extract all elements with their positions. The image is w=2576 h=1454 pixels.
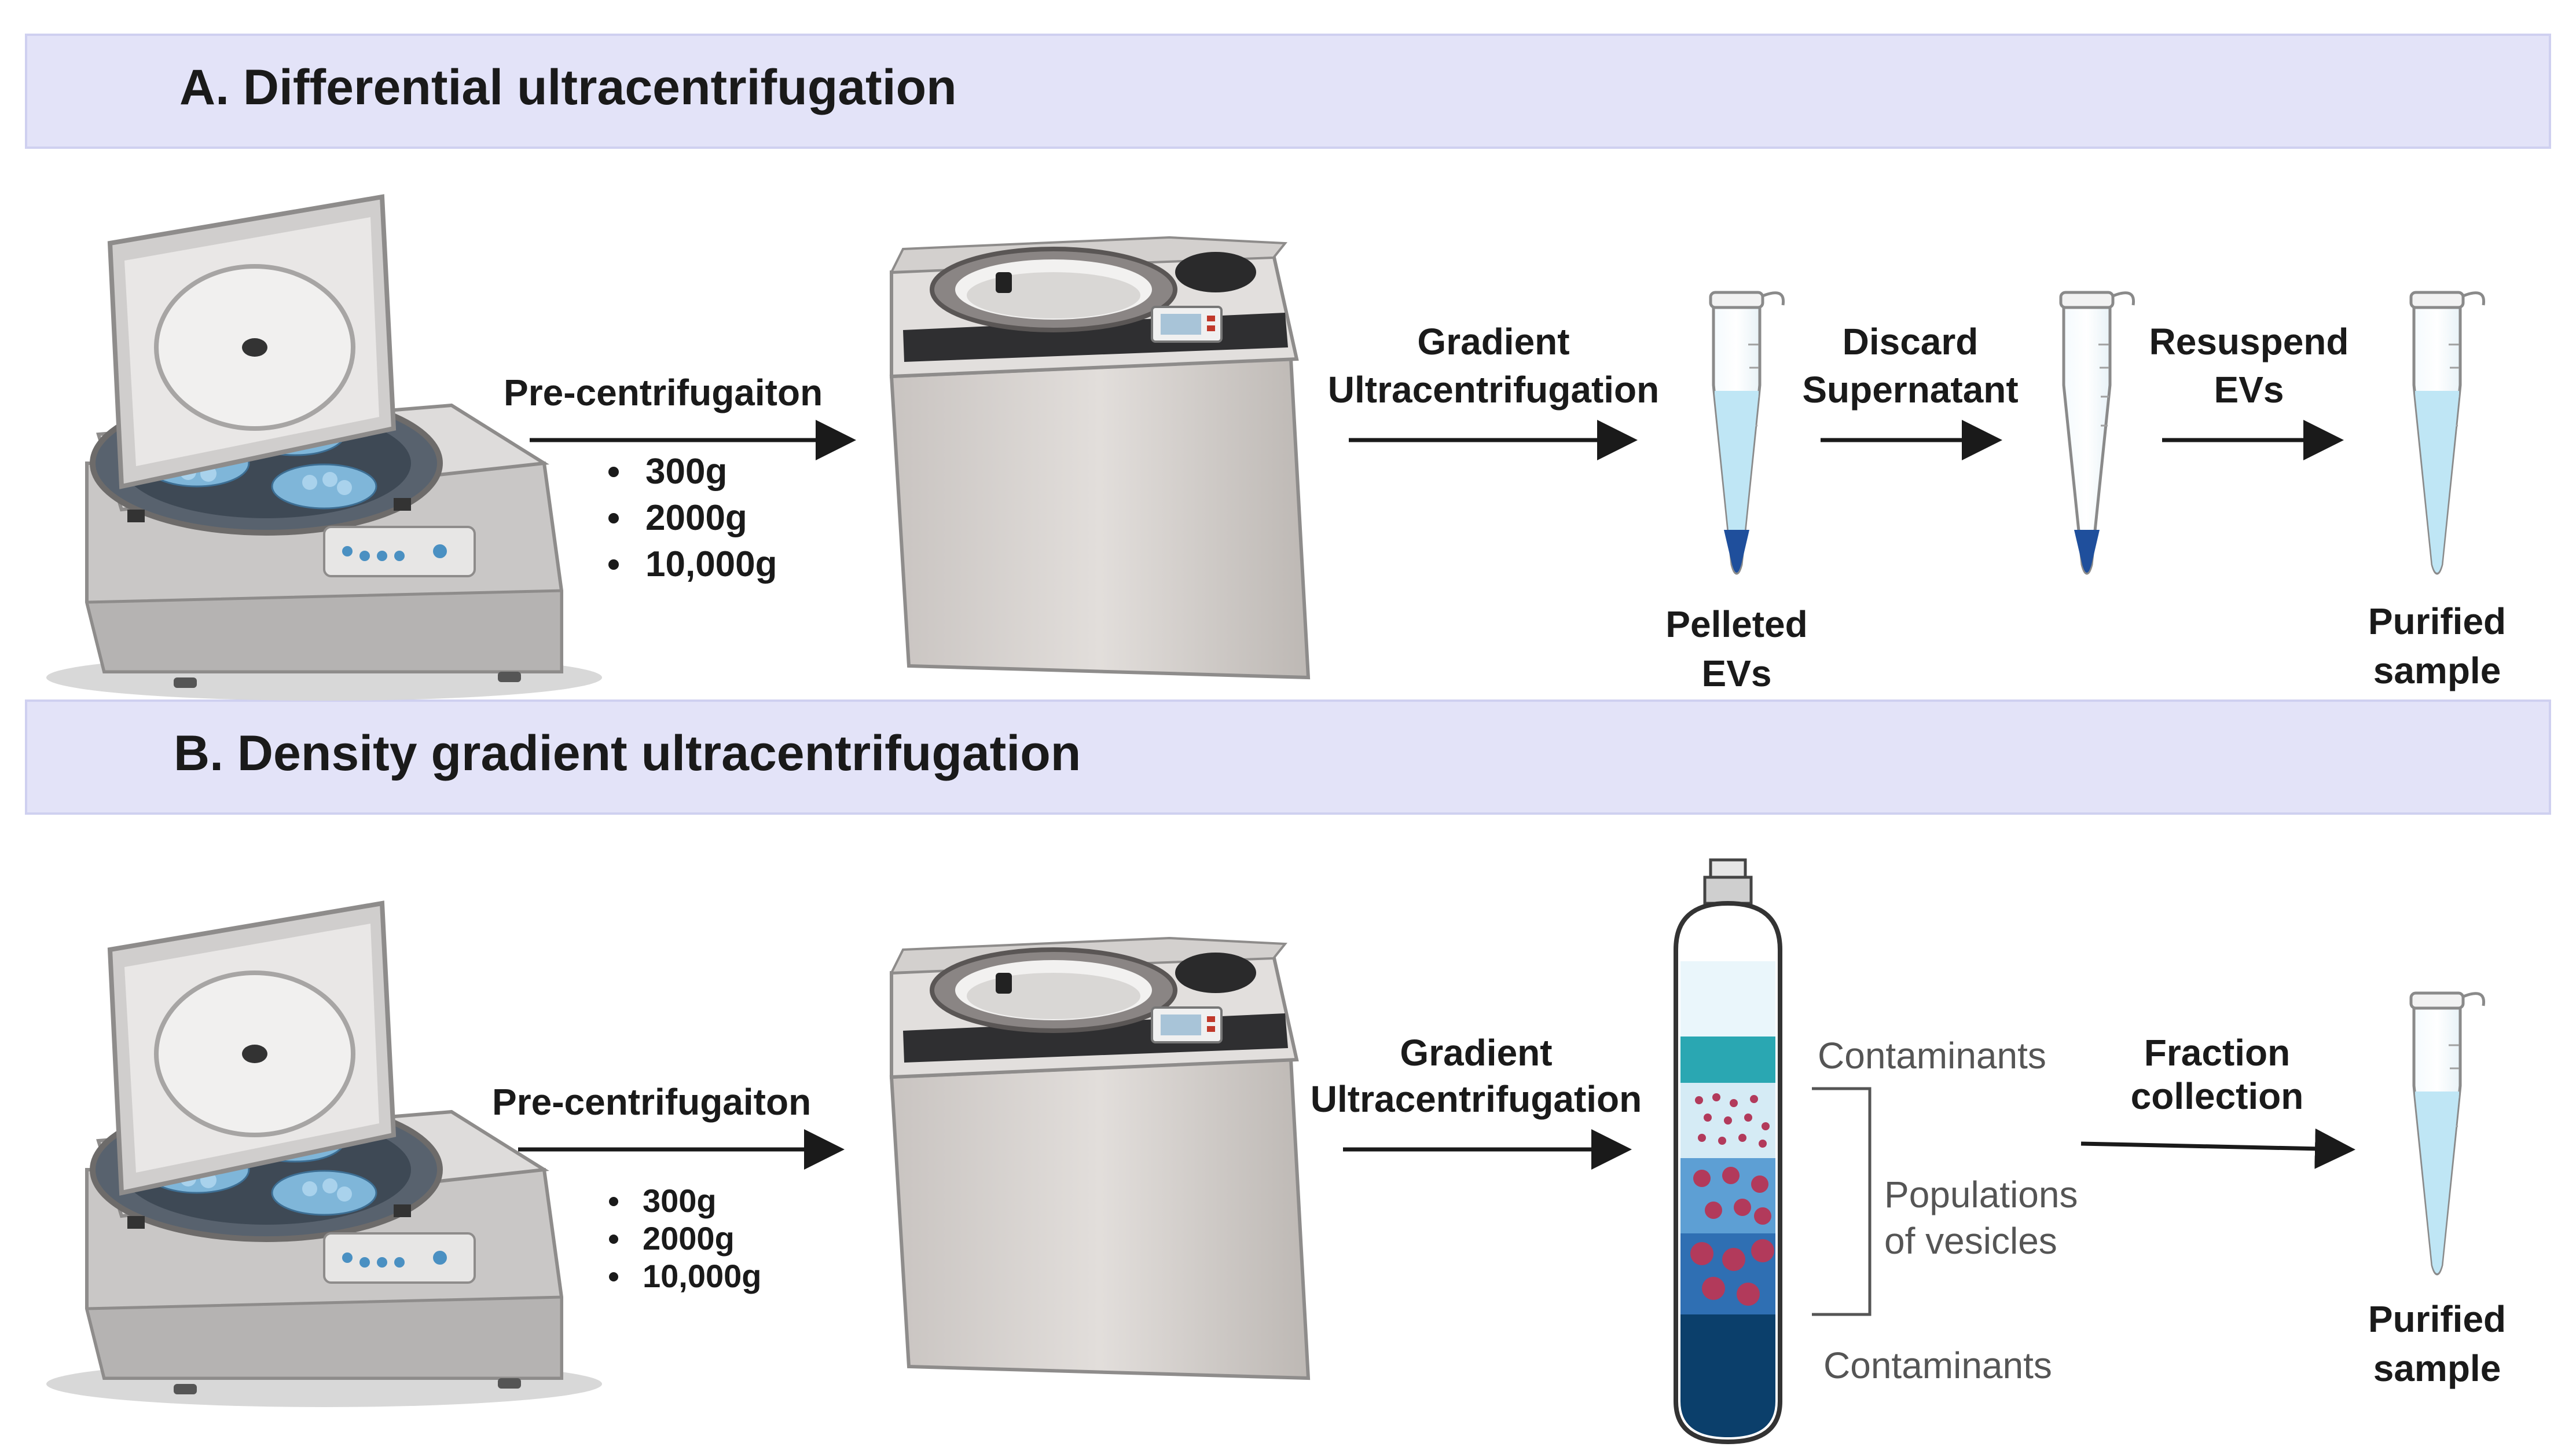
resuspend-label-2: EVs — [2214, 369, 2284, 411]
benchtop-centrifuge-icon — [46, 197, 602, 701]
contaminants-top-label: Contaminants — [1818, 1035, 2046, 1076]
microtube-icon — [2411, 993, 2484, 1274]
gradient-label-b-1: Gradient — [1400, 1032, 1552, 1074]
purified-label-a-2: sample — [2373, 650, 2501, 691]
resuspend-label-1: Resuspend — [2149, 321, 2349, 362]
fraction-label-2: collection — [2131, 1075, 2304, 1117]
gradient-label-a-1: Gradient — [1417, 321, 1569, 362]
discard-label-1: Discard — [1843, 321, 1979, 362]
pelleted-label-2: EVs — [1702, 653, 1772, 694]
microtube-icon — [2411, 292, 2484, 573]
ultracentrifuge-icon — [891, 938, 1308, 1378]
populations-label-1: Populations — [1884, 1174, 2078, 1215]
populations-label-2: of vesicles — [1884, 1220, 2057, 1262]
ultracentrifuge-icon — [891, 237, 1308, 677]
contaminants-bottom-label: Contaminants — [1823, 1345, 2052, 1386]
fraction-label-1: Fraction — [2144, 1032, 2290, 1074]
gradient-label-b-2: Ultracentrifugation — [1311, 1078, 1642, 1120]
speed-item: 300g — [643, 1182, 717, 1219]
speed-item: 300g — [645, 452, 727, 492]
gradient-tube-icon — [1674, 858, 1782, 1445]
section-b-band — [25, 699, 2551, 815]
section-a-title: A. Differential ultracentrifugation — [179, 60, 957, 115]
discard-label-2: Supernatant — [1802, 369, 2018, 411]
speed-list-a: 300g 2000g 10,000g — [608, 452, 777, 584]
pre-centrifugation-label-b: Pre-centrifugaiton — [492, 1081, 811, 1123]
microtube-icon — [2061, 292, 2134, 573]
populations-bracket — [1812, 1087, 1872, 1316]
arrow-icon — [2080, 1128, 2355, 1169]
speed-item: 10,000g — [643, 1258, 762, 1294]
gradient-label-a-2: Ultracentrifugation — [1328, 369, 1659, 411]
benchtop-centrifuge-icon — [46, 903, 602, 1407]
speed-item: 2000g — [645, 498, 747, 538]
section-b-title: B. Density gradient ultracentrifugation — [174, 726, 1081, 781]
section-a-band — [25, 34, 2551, 149]
purified-label-b-2: sample — [2373, 1347, 2501, 1389]
speed-list-b: 300g 2000g 10,000g — [609, 1182, 762, 1294]
microtube-icon — [1711, 292, 1784, 573]
speed-item: 2000g — [643, 1220, 735, 1257]
purified-label-b-1: Purified — [2368, 1298, 2506, 1340]
pre-centrifugation-label-a: Pre-centrifugaiton — [504, 372, 823, 413]
pelleted-label-1: Pelleted — [1665, 603, 1807, 645]
speed-item: 10,000g — [645, 544, 777, 584]
purified-label-a-1: Purified — [2368, 600, 2506, 642]
